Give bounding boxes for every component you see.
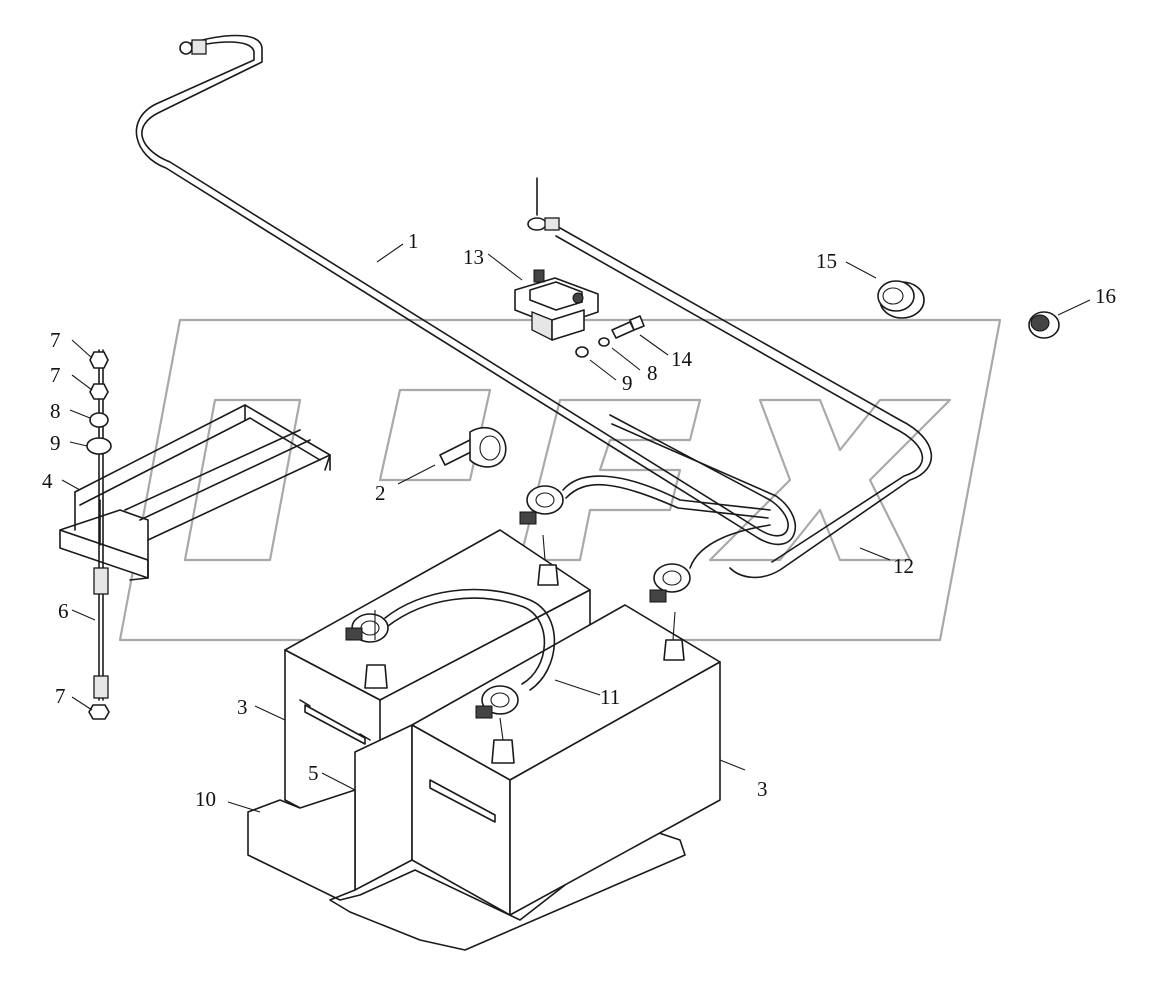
terminal-post-4 bbox=[491, 739, 515, 764]
terminal-post-3 bbox=[364, 664, 388, 689]
callout-labels: 1 2 3 3 4 5 6 7 7 7 8 8 9 9 10 11 12 13 … bbox=[42, 229, 1116, 811]
terminal-clamp-2 bbox=[649, 563, 691, 603]
bolt-14 bbox=[611, 315, 645, 339]
callout-13: 13 bbox=[463, 245, 484, 269]
callout-1: 1 bbox=[408, 229, 419, 253]
callout-15: 15 bbox=[816, 249, 837, 273]
callout-9-relay: 9 bbox=[622, 371, 633, 395]
callout-8-relay: 8 bbox=[647, 361, 658, 385]
callout-5: 5 bbox=[308, 761, 319, 785]
washer-9-relay bbox=[575, 346, 589, 358]
callout-6: 6 bbox=[58, 599, 69, 623]
callout-10: 10 bbox=[195, 787, 216, 811]
callout-3-right: 3 bbox=[757, 777, 768, 801]
callout-16: 16 bbox=[1095, 284, 1116, 308]
grommet-16 bbox=[1028, 311, 1060, 339]
terminal-post-1 bbox=[537, 564, 559, 586]
terminal-cable-1 bbox=[562, 475, 771, 519]
terminal-clamp-3 bbox=[345, 613, 389, 643]
callout-11: 11 bbox=[600, 685, 620, 709]
callout-14: 14 bbox=[671, 347, 693, 371]
clamp-2 bbox=[439, 426, 507, 468]
terminal-cable-2 bbox=[689, 524, 771, 569]
callout-7-bottom: 7 bbox=[55, 684, 66, 708]
washer-9-rod bbox=[86, 437, 112, 455]
callout-4: 4 bbox=[42, 469, 53, 493]
callout-2: 2 bbox=[375, 481, 386, 505]
washer-8-relay bbox=[598, 337, 610, 347]
cable-1 bbox=[135, 34, 797, 545]
washer-8-rod bbox=[89, 412, 109, 428]
grommet-15 bbox=[877, 280, 925, 319]
terminal-clamp-4 bbox=[475, 685, 519, 719]
leader-lines bbox=[61, 243, 1091, 813]
callout-9-rod: 9 bbox=[50, 431, 61, 455]
relay-13 bbox=[514, 269, 599, 342]
plate-5 bbox=[354, 724, 413, 891]
callout-7-top: 7 bbox=[50, 328, 61, 352]
cable-12 bbox=[527, 177, 933, 579]
terminal-post-2 bbox=[663, 639, 685, 661]
callout-8-rod: 8 bbox=[50, 399, 61, 423]
bracket-4 bbox=[59, 404, 331, 581]
callout-12: 12 bbox=[893, 554, 914, 578]
rod-6 bbox=[93, 349, 109, 701]
terminal-clamp-1 bbox=[519, 485, 564, 525]
callout-3-left: 3 bbox=[237, 695, 248, 719]
nut-7-bottom bbox=[88, 704, 110, 720]
nut-7-top bbox=[89, 351, 109, 369]
nut-7-second bbox=[89, 383, 109, 400]
callout-7-second: 7 bbox=[50, 363, 61, 387]
jumper-cable-11 bbox=[384, 588, 556, 691]
